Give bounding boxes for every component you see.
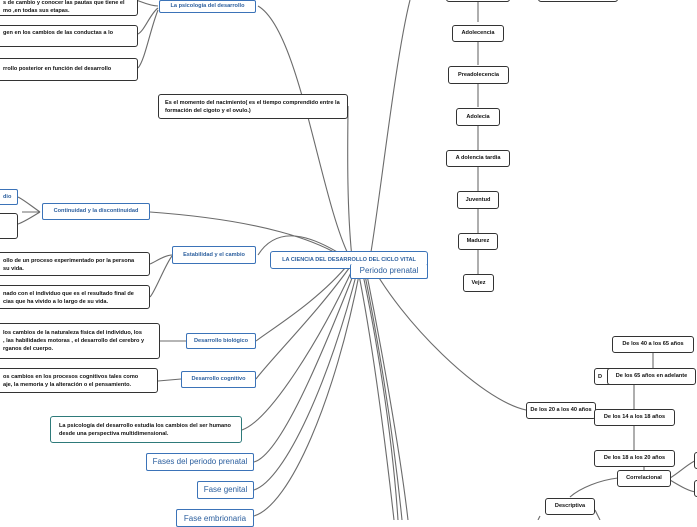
stage-madurez[interactable]: Madurez: [458, 233, 498, 250]
partial-node-individuo[interactable]: nado con el individuo que es el resultad…: [0, 285, 150, 309]
age-18-20-node[interactable]: De los 18 a los 20 años: [594, 450, 675, 467]
partial-node-posterior[interactable]: rrollo posterior en función del desarrol…: [0, 58, 138, 81]
right-edge-box-2[interactable]: [694, 480, 697, 497]
age-20-40-node[interactable]: De los 20 a los 40 años: [526, 402, 596, 419]
right-partial-top[interactable]: [538, 0, 618, 2]
desarrollo-cognitivo-node[interactable]: Desarrollo cognitivo: [181, 371, 256, 388]
psicologia-estudia-node[interactable]: La psicología del desarrollo estudia los…: [50, 416, 242, 443]
stage-adolecia[interactable]: Adolecia: [456, 108, 500, 126]
age-14-18-node[interactable]: De los 14 a los 18 años: [594, 409, 675, 426]
stage-juventud[interactable]: Juventud: [457, 191, 499, 209]
partial-node-dio[interactable]: dio: [0, 189, 18, 205]
fases-periodo-prenatal-node[interactable]: Fases del periodo prenatal: [146, 453, 254, 471]
partial-node-proceso[interactable]: ollo de un proceso experimentado por la …: [0, 252, 150, 276]
desarrollo-biologico-node[interactable]: Desarrollo biológico: [186, 333, 256, 349]
right-edge-box-1[interactable]: [694, 452, 697, 469]
periodo-prenatal-node[interactable]: Periodo prenatal: [350, 264, 428, 279]
partial-node-conductas[interactable]: gen en los cambios de las conductas a lo: [0, 25, 138, 47]
stage-preadolecencia[interactable]: Preadolecencia: [448, 66, 509, 84]
correlacional-node[interactable]: Correlacional: [617, 470, 671, 487]
partial-node-cognitivos[interactable]: os cambios en los procesos cognitivos ta…: [0, 368, 158, 393]
partial-node-empty[interactable]: [0, 213, 18, 239]
fase-embrionaria-node[interactable]: Fase embrionaria: [176, 509, 254, 527]
psicologia-desarrollo-node[interactable]: La psicología del desarrollo: [159, 0, 256, 13]
age-40-65-node[interactable]: De los 40 a los 65 años: [612, 336, 694, 353]
stage-partial-top[interactable]: [446, 0, 510, 2]
stage-adolencia-tardia[interactable]: A dolencia tardia: [446, 150, 510, 167]
estabilidad-node[interactable]: Estabilidad y el cambio: [172, 246, 256, 264]
descriptiva-node[interactable]: Descriptiva: [545, 498, 595, 515]
fase-genital-node[interactable]: Fase genital: [197, 481, 254, 499]
age-65-plus-node[interactable]: De los 65 años en adelante: [607, 368, 696, 385]
partial-node-fisica[interactable]: los cambios de la naturaleza física del …: [0, 323, 160, 359]
stage-adolecencia[interactable]: Adolecencia: [452, 25, 504, 42]
continuidad-node[interactable]: Continuidad y la discontinuidad: [42, 203, 150, 220]
partial-node-top[interactable]: s de cambio y conocer las pautas que tie…: [0, 0, 138, 16]
nacimiento-node[interactable]: Es el momento del nacimiento( es el tiem…: [158, 94, 348, 119]
stage-vejez[interactable]: Vejez: [463, 274, 494, 292]
